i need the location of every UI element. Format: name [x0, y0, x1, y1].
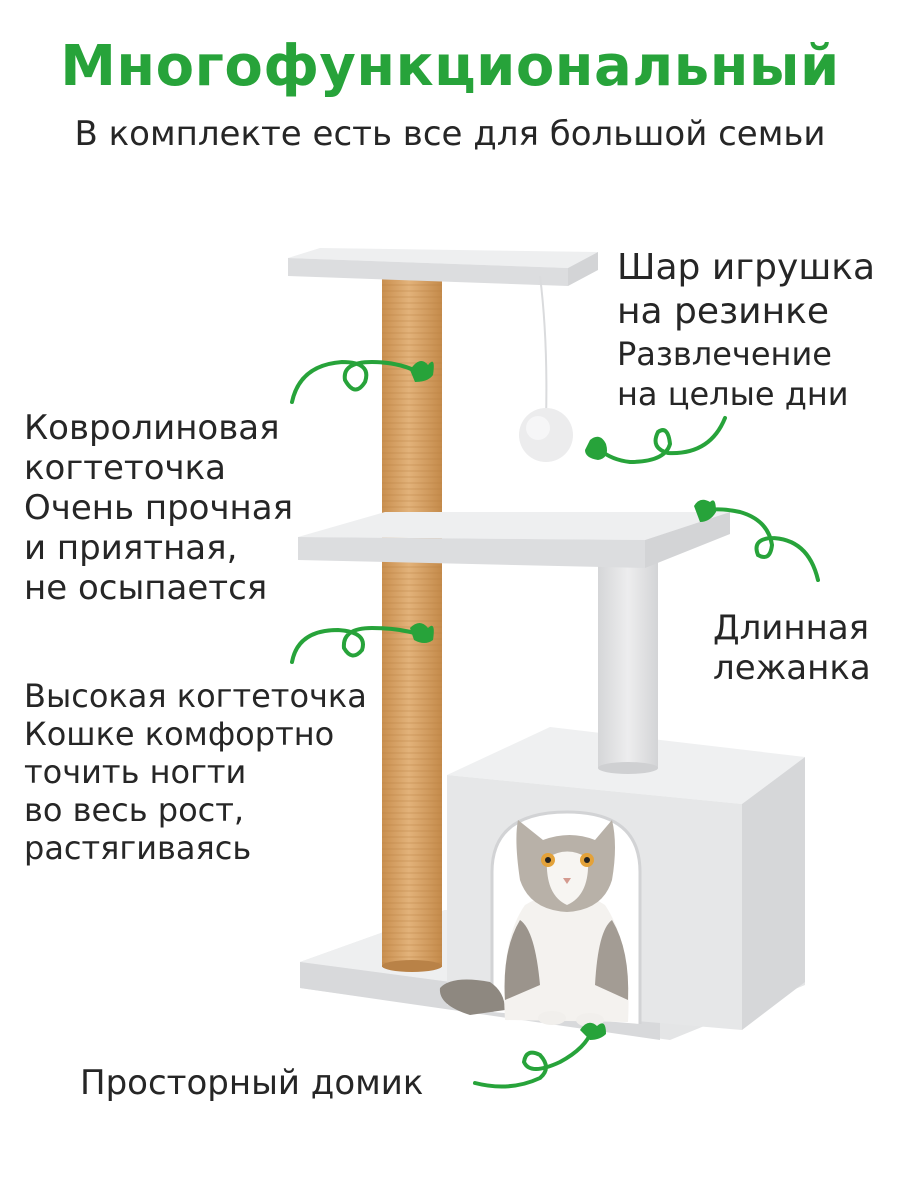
tall-scratcher-line2: Кошке комфортно [24, 715, 335, 753]
carpet-scratcher-line3: Очень прочная [24, 488, 294, 528]
ball-toy-line2: на резинке [617, 291, 830, 332]
tall-scratcher-callout: Высокая когтеточка Кошке комфортно точит… [24, 677, 367, 867]
carpet-scratcher-line2: когтеточка [24, 448, 226, 488]
arrow-carpet-scratcher-icon [290, 359, 420, 404]
tall-scratcher-line4: во весь рост, [24, 791, 245, 829]
heart-arrow-icon [585, 436, 607, 460]
short-plush-post [598, 548, 658, 774]
ball-toy-line4: на целые дни [617, 375, 849, 413]
carpet-scratcher-line1: Ковролиновая [24, 408, 280, 448]
arrow-tall-scratcher-icon [290, 625, 420, 664]
long-bed-platform [298, 512, 730, 568]
ball-toy-callout: Шар игрушка на резинке Развлечение на це… [617, 246, 875, 414]
carpet-scratcher-line5: не осыпается [24, 568, 268, 608]
house-line1: Просторный домик [80, 1063, 424, 1103]
heart-arrow-icon [694, 499, 716, 522]
page-subtitle: В комплекте есть все для большой семьи [74, 114, 826, 154]
tall-scratcher-line5: растягиваясь [24, 829, 252, 867]
long-bed-line2: лежанка [713, 648, 871, 688]
arrow-long-bed-icon [706, 507, 820, 582]
ball-toy [519, 275, 573, 462]
tall-sisal-post [382, 272, 442, 972]
heart-arrow-icon [580, 1022, 606, 1040]
ball-toy-line1: Шар игрушка [617, 247, 876, 288]
arrow-house-icon [473, 1028, 594, 1089]
top-platform [288, 248, 598, 286]
long-bed-line1: Длинная [713, 608, 870, 648]
carpet-scratcher-callout: Ковролиновая когтеточка Очень прочная и … [24, 408, 293, 608]
arrow-ball-toy-icon [598, 416, 727, 465]
ball-toy-line3: Развлечение [617, 335, 832, 373]
heart-arrow-icon [410, 361, 434, 382]
house-callout: Просторный домик [80, 1063, 423, 1103]
tall-scratcher-line3: точить ногти [24, 753, 247, 791]
heart-arrow-icon [410, 623, 434, 643]
page-title: Многофункциональный [60, 34, 840, 99]
carpet-scratcher-line4: и приятная, [24, 528, 238, 568]
tall-scratcher-line1: Высокая когтеточка [24, 677, 367, 715]
long-bed-callout: Длинная лежанка [713, 608, 871, 688]
cat-illustration [439, 820, 629, 1027]
